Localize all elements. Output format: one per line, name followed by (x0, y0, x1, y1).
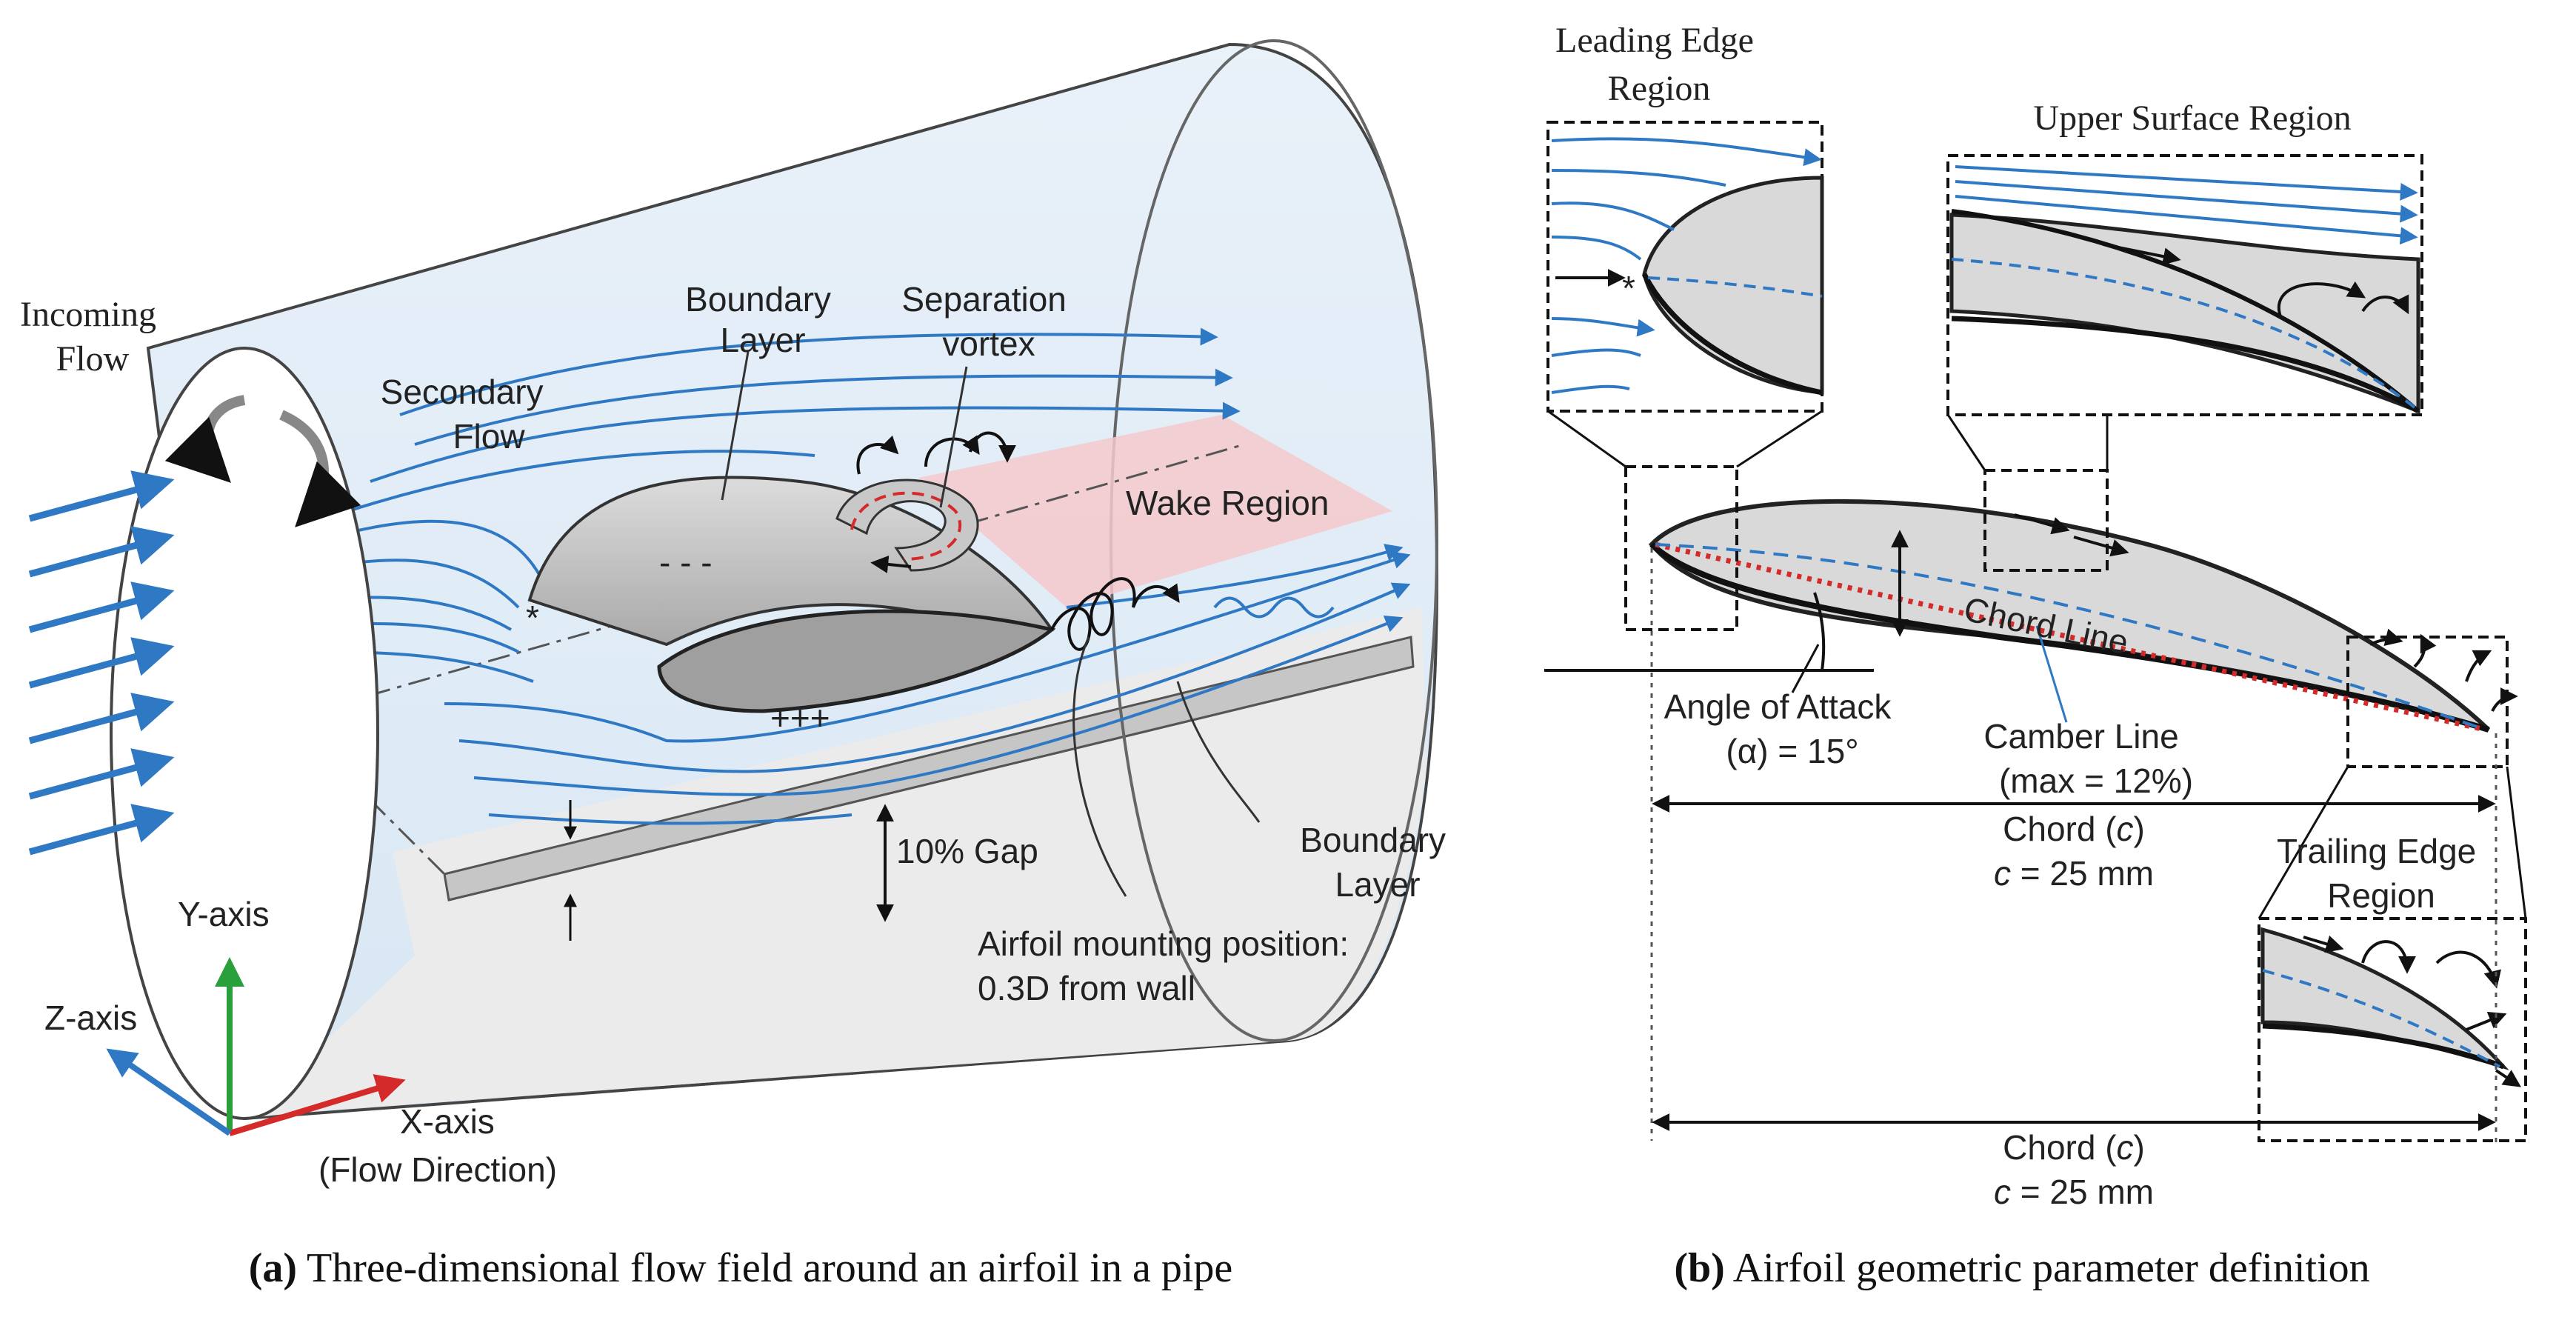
leader-mounting (1072, 636, 1127, 897)
angle-leader (1791, 644, 1820, 693)
gap-label: 10% Gap (896, 832, 1038, 870)
trailing-edge-arrow-main-1 (2369, 628, 2403, 646)
upper-surface-inset-camber (1951, 258, 2416, 409)
angle-arc (1813, 592, 1826, 671)
leader-boundary-layer-top (721, 351, 750, 501)
trailing-edge-inset-arrow-4 (2466, 1011, 2507, 1031)
upper-surface-connector-1 (1946, 414, 1986, 471)
chord-label-upper: Chord (c) (2003, 810, 2145, 848)
trailing-edge-inset-arrow-2 (2361, 940, 2416, 974)
caption-b: (b) Airfoil geometric parameter definiti… (1674, 1245, 2369, 1291)
airfoil-3d-side (657, 609, 1056, 713)
secondary-flow-label: Secondary Flow (381, 373, 553, 456)
upper-surface-flow-arrow-2 (2073, 536, 2129, 557)
chord-value-lower: c = 25 mm (1994, 1173, 2154, 1211)
angle-of-attack-label: Angle of Attack (1664, 687, 1892, 726)
leading-edge-connector-2 (1736, 410, 1823, 468)
trailing-edge-arrow-main-4 (2491, 687, 2518, 712)
floor-plate-edge (448, 665, 1414, 901)
trailing-edge-inset-lower (2262, 1023, 2505, 1070)
upper-surface-inset-upper (1951, 209, 2420, 413)
y-axis-label: Y-axis (178, 895, 270, 933)
leading-edge-focus-box (1624, 465, 1738, 631)
panel-b-airfoil-geometry: * (1544, 21, 2527, 1291)
trailing-edge-inset-camber (2262, 969, 2500, 1068)
chord-label-lower: Chord (c) (2003, 1128, 2145, 1167)
streamlines (310, 327, 1411, 825)
minus-signs: - - - (659, 543, 713, 581)
wake-region-shape (918, 415, 1392, 607)
trailing-edge-connector-1 (2258, 766, 2349, 919)
secondary-flow-arrow-right (279, 410, 361, 527)
wake-region-label: Wake Region (1126, 484, 1329, 522)
secondary-flow-arrow-left (164, 395, 246, 483)
incoming-flow-label: Incoming Flow (20, 295, 165, 379)
separation-vortex-arrow-1 (856, 435, 899, 475)
camber-line (1655, 543, 2486, 731)
z-axis-arrow (106, 1048, 232, 1136)
alpha-value-label: (α) = 15° (1726, 732, 1858, 770)
plus-signs: +++ (770, 699, 830, 737)
upper-surface-inset-lower (1951, 316, 2420, 414)
trailing-edge-inset-arrow-1 (2303, 935, 2344, 953)
upper-surface-flow-arrow-1 (2014, 513, 2070, 535)
leader-boundary-layer-bottom (1176, 681, 1261, 823)
pipe-near-end (110, 347, 379, 1120)
leader-separation-vortex (939, 366, 968, 508)
chord-line (1655, 541, 2486, 733)
trailing-edge-region-label: Trailing Edge Region (2277, 832, 2486, 915)
upper-surface-inset-separation (2278, 281, 2366, 319)
upper-surface-inset-streamlines (1955, 165, 2418, 245)
airfoil-lower-surface (1649, 542, 2490, 733)
camber-line-label: Camber Line (1983, 717, 2178, 756)
z-axis-label: Z-axis (44, 999, 137, 1037)
chord-value-upper: c = 25 mm (1994, 854, 2154, 893)
leading-edge-region-label: Leading Edge Region (1555, 21, 1763, 108)
leading-edge-inset-streamlines (1551, 137, 1822, 394)
leading-edge-inset-lower (1641, 273, 1823, 396)
separation-vortex-label: Separation vortex (901, 280, 1075, 363)
camber-leader (2035, 625, 2068, 723)
stagnation-star: * (526, 599, 539, 637)
boundary-layer-top-label: Boundary Layer (685, 280, 841, 359)
boundary-layer-bottom-label: Boundary Layer (1300, 821, 1455, 904)
mounting-position-label: Airfoil mounting position: 0.3D from wal… (978, 924, 1358, 1007)
incoming-flow-arrows (28, 470, 175, 856)
separation-vortex-red (850, 491, 961, 561)
trailing-edge-inset-arrow-3 (2435, 950, 2501, 989)
camber-max-label: (max = 12%) (1999, 761, 2193, 800)
wake-spiral (1050, 577, 1180, 651)
panel-a-pipe-diagram: * Incoming Flow (20, 39, 1455, 1291)
trailing-edge-inset-arrow-5 (2495, 1069, 2521, 1087)
upper-surface-inset-arrow (2103, 243, 2181, 266)
leading-edge-connector-1 (1547, 410, 1626, 468)
trailing-edge-focus-box (2346, 636, 2509, 768)
upper-surface-region-label: Upper Surface Region (2033, 99, 2351, 138)
separation-vortex-arrow-3 (969, 431, 1016, 463)
upper-surface-focus-box (1983, 469, 2109, 572)
separation-vortex-arrow-4 (870, 555, 912, 573)
x-axis-arrow (228, 1074, 406, 1136)
caption-a: (a) Three-dimensional flow field around … (249, 1245, 1233, 1291)
trailing-edge-connector-2 (2506, 766, 2527, 919)
leading-edge-inset-star: * (1622, 269, 1635, 307)
x-axis-sub-label: (Flow Direction) (318, 1150, 557, 1189)
x-axis-label: X-axis (400, 1102, 495, 1141)
trailing-edge-arrow-main-2 (2413, 633, 2437, 668)
leading-edge-inset-camber (1647, 276, 1823, 298)
upper-surface-inset-separation-2 (2361, 294, 2409, 315)
trailing-edge-arrow-main-3 (2465, 650, 2492, 682)
